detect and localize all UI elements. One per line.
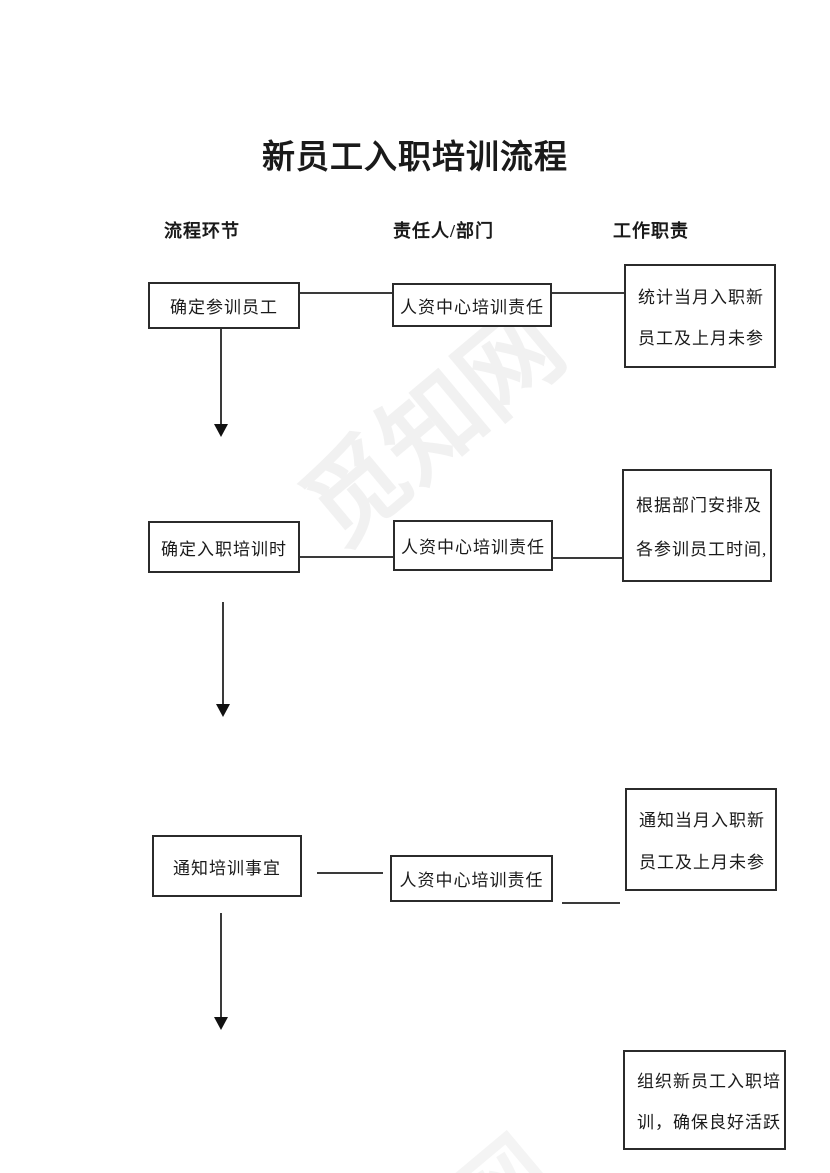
flow-box-duty-4-line2: 训，确保良好活跃 — [637, 1112, 781, 1132]
flow-arrow-3-shaft — [220, 913, 222, 1018]
flow-box-duty-1: 统计当月入职新 员工及上月未参 — [624, 264, 776, 368]
flow-box-duty-1-line2: 员工及上月未参 — [638, 329, 764, 349]
flow-box-duty-3-line2: 员工及上月未参 — [639, 852, 765, 872]
flow-box-step-3-label: 通知培训事宜 — [173, 858, 281, 878]
flow-box-owner-3-label: 人资中心培训责任 — [399, 871, 544, 890]
flow-box-step-1-label: 确定参训员工 — [170, 298, 278, 317]
flow-box-duty-3: 通知当月入职新 员工及上月未参 — [625, 788, 777, 891]
flow-arrow-2-head-icon — [216, 704, 230, 717]
flow-arrow-1-head-icon — [214, 424, 228, 437]
flow-box-owner-2-label: 人资中心培训责任 — [401, 538, 545, 557]
flow-box-duty-1-line1: 统计当月入职新 — [638, 287, 764, 307]
flow-box-owner-1-label: 人资中心培训责任 — [400, 297, 544, 317]
flow-box-owner-3: 人资中心培训责任 — [390, 855, 553, 902]
column-header-duties: 工作职责 — [613, 221, 689, 241]
flow-box-step-2: 确定入职培训时 — [148, 521, 300, 573]
flow-arrow-1-shaft — [220, 329, 222, 426]
flow-box-owner-1: 人资中心培训责任 — [392, 283, 552, 327]
connector-row2-step-owner — [300, 556, 393, 558]
flow-box-duty-4-line1: 组织新员工入职培 — [637, 1072, 781, 1092]
flow-box-duty-4: 组织新员工入职培 训，确保良好活跃 — [623, 1050, 786, 1150]
connector-row1-step-owner — [300, 292, 392, 294]
flow-box-duty-2-line1: 根据部门安排及 — [636, 495, 762, 515]
page-title: 新员工入职培训流程 — [262, 140, 568, 176]
flow-box-step-3: 通知培训事宜 — [152, 835, 302, 897]
flow-box-duty-2-line2: 各参训员工时间, — [636, 540, 768, 560]
flow-arrow-2-shaft — [222, 602, 224, 706]
flow-box-owner-2: 人资中心培训责任 — [393, 520, 553, 571]
flow-box-duty-2: 根据部门安排及 各参训员工时间, — [622, 469, 772, 582]
flow-box-duty-3-line1: 通知当月入职新 — [639, 811, 765, 831]
flow-box-step-1: 确定参训员工 — [148, 282, 300, 329]
connector-row2-owner-duty — [553, 557, 622, 559]
column-header-responsible: 责任人/部门 — [393, 221, 495, 241]
column-header-process-step: 流程环节 — [164, 221, 240, 241]
connector-row3-step-owner — [317, 872, 383, 874]
connector-row1-owner-duty — [552, 292, 624, 294]
flow-box-step-2-label: 确定入职培训时 — [161, 539, 287, 559]
connector-row3-owner-duty — [562, 902, 620, 904]
flow-arrow-3-head-icon — [214, 1017, 228, 1030]
